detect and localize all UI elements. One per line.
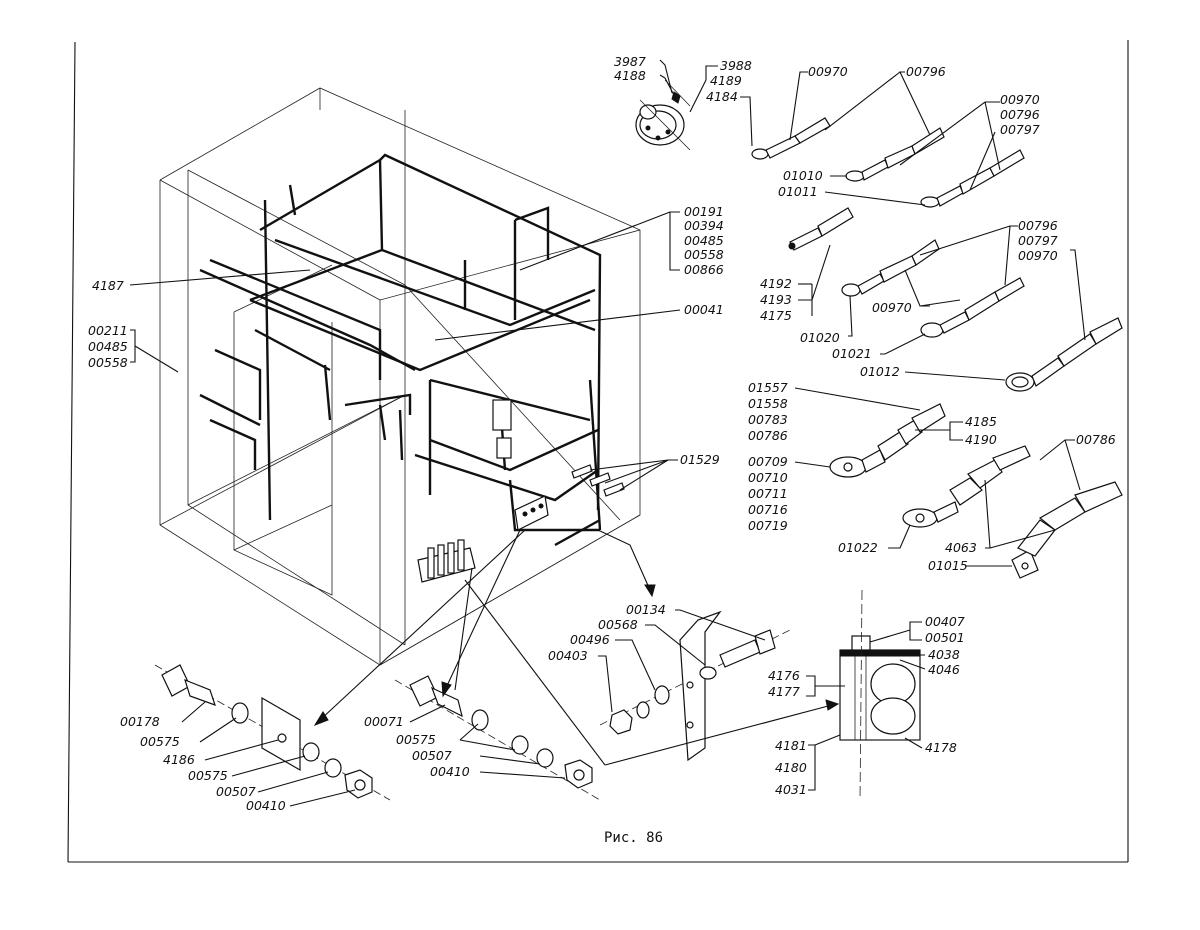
label-4190: 4190 [965,432,997,447]
label-00716: 00716 [748,502,788,517]
label-00797: 00797 [1000,122,1040,137]
label-4038: 4038 [928,647,960,662]
label-00970: 00970 [1000,92,1040,107]
label-00970: 00970 [872,300,912,315]
label-00178: 00178 [120,714,160,729]
label-4176: 4176 [768,668,800,683]
label-00796: 00796 [1018,218,1058,233]
cable-lugs-top [751,117,1025,208]
pins-01529 [571,464,625,497]
bolt-assembly-middle [394,675,601,801]
label-01011: 01011 [778,184,818,199]
label-4187: 4187 [92,278,124,293]
label-3987: 3987 [614,54,646,69]
label-00410: 00410 [430,764,470,779]
label-4177: 4177 [768,684,800,699]
bolt-assembly-left [154,664,391,801]
label-00710: 00710 [748,470,788,485]
label-00191: 00191 [684,204,724,219]
label-4184: 4184 [706,89,738,104]
label-00796: 00796 [906,64,946,79]
label-00410: 00410 [246,798,286,813]
label-4031: 4031 [775,782,807,797]
label-01529: 01529 [680,452,720,467]
label-01021: 01021 [832,346,872,361]
terminal-blocks [417,495,549,583]
figure-caption: Рис. 86 [604,830,663,846]
label-4189: 4189 [710,73,742,88]
label-00783: 00783 [748,412,788,427]
label-4175: 4175 [760,308,792,323]
label-00558: 00558 [684,247,724,262]
label-00575: 00575 [188,768,228,783]
page-border [67,40,1129,863]
label-00485: 00485 [684,233,724,248]
label-01020: 01020 [800,330,840,345]
cable-lugs-bottom [829,403,1123,579]
label-00786: 00786 [1076,432,1116,447]
label-00403: 00403 [548,648,588,663]
label-3988: 3988 [720,58,752,73]
label-01557: 01557 [748,380,788,395]
cross-section [839,589,921,801]
label-00709: 00709 [748,454,788,469]
top-ring-assembly [635,79,691,151]
label-00797: 00797 [1018,233,1058,248]
label-00134: 00134 [626,602,666,617]
label-00394: 00394 [684,218,724,233]
label-00501: 00501 [925,630,965,645]
label-4181: 4181 [775,738,807,753]
label-00407: 00407 [925,614,965,629]
label-00568: 00568 [598,617,638,632]
label-00719: 00719 [748,518,788,533]
wire-harness [199,153,602,547]
label-01558: 01558 [748,396,788,411]
label-4186: 4186 [163,752,195,767]
label-4063: 4063 [945,540,977,555]
label-00970: 00970 [808,64,848,79]
part-labels: 3987 4188 3988 4189 4184 00970 00796 009… [88,54,1116,846]
label-00970: 00970 [1018,248,1058,263]
bracket-assembly [599,610,791,762]
label-4180: 4180 [775,760,807,775]
cabinet-wireframe [159,87,641,666]
label-00711: 00711 [748,486,788,501]
leader-lines [129,59,1086,807]
label-4178: 4178 [925,740,957,755]
cable-lugs-middle [788,207,1123,392]
label-01022: 01022 [838,540,878,555]
label-00507: 00507 [216,784,256,799]
label-00786: 00786 [748,428,788,443]
label-00041: 00041 [684,302,724,317]
label-00796: 00796 [1000,107,1040,122]
label-01012: 01012 [860,364,900,379]
label-00211: 00211 [88,323,128,338]
label-4188: 4188 [614,68,646,83]
label-01010: 01010 [783,168,823,183]
label-4046: 4046 [928,662,960,677]
label-00507: 00507 [412,748,452,763]
label-00485: 00485 [88,339,128,354]
label-00575: 00575 [140,734,180,749]
label-4192: 4192 [760,276,792,291]
label-00071: 00071 [364,714,404,729]
label-00496: 00496 [570,632,610,647]
label-00558: 00558 [88,355,128,370]
label-00866: 00866 [684,262,724,277]
label-4185: 4185 [965,414,997,429]
label-4193: 4193 [760,292,792,307]
label-00575: 00575 [396,732,436,747]
label-01015: 01015 [928,558,968,573]
